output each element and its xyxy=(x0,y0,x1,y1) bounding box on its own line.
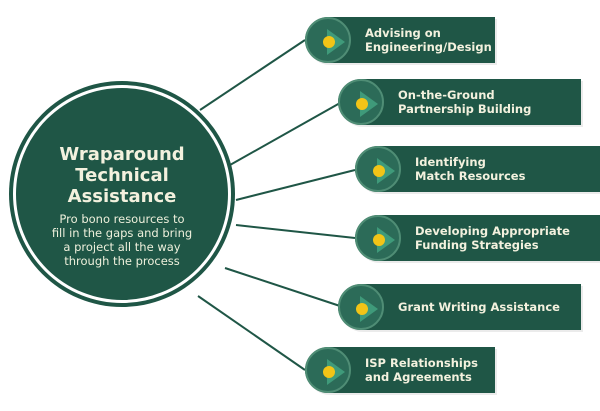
connector-2 xyxy=(229,102,341,166)
hub-subtitle: Pro bono resources to fill in the gaps a… xyxy=(51,212,193,268)
hub-title: Wraparound Technical Assistance xyxy=(59,144,185,207)
item-grant-writing: Grant Writing Assistance xyxy=(338,284,581,330)
play-arrow-icon xyxy=(355,215,401,261)
item-label: Advising on Engineering/Design xyxy=(365,26,492,54)
play-arrow-icon xyxy=(338,79,384,125)
item-isp-relationships: ISP Relationships and Agreements xyxy=(305,347,495,393)
central-hub: Wraparound Technical Assistance Pro bono… xyxy=(13,85,231,303)
item-funding-strategies: Developing Appropriate Funding Strategie… xyxy=(355,215,600,261)
connector-3 xyxy=(235,169,356,201)
play-arrow-icon xyxy=(305,347,351,393)
connector-5 xyxy=(224,267,341,307)
play-arrow-icon xyxy=(355,146,401,192)
item-match-resources: Identifying Match Resources xyxy=(355,146,600,192)
connector-1 xyxy=(199,39,306,111)
item-label: Identifying Match Resources xyxy=(415,155,526,183)
item-label: Developing Appropriate Funding Strategie… xyxy=(415,224,570,252)
connector-6 xyxy=(197,295,306,371)
item-label: On-the-Ground Partnership Building xyxy=(398,88,532,116)
item-advising-engineering: Advising on Engineering/Design xyxy=(305,17,495,63)
play-arrow-icon xyxy=(338,284,384,330)
item-label: ISP Relationships and Agreements xyxy=(365,356,478,384)
item-partnership-building: On-the-Ground Partnership Building xyxy=(338,79,581,125)
item-label: Grant Writing Assistance xyxy=(398,300,560,314)
play-arrow-icon xyxy=(305,17,351,63)
connector-4 xyxy=(235,224,356,239)
